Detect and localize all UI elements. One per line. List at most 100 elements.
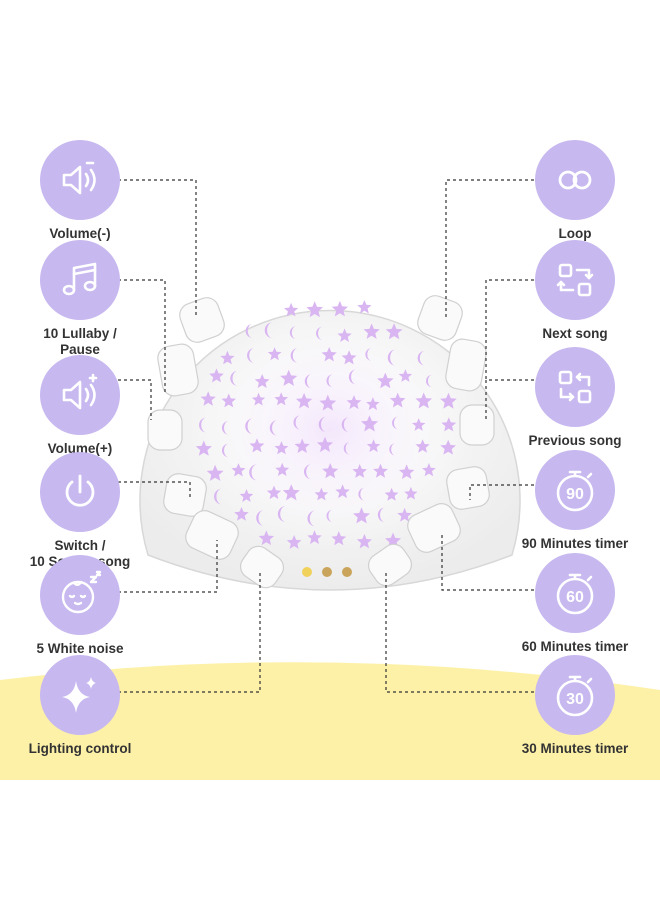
star-shape [307, 530, 322, 545]
star-shape [441, 417, 457, 432]
star-shape [254, 374, 270, 388]
star-shape [373, 463, 388, 478]
feature-label: Next song [542, 326, 608, 341]
moon-shape [264, 322, 273, 339]
star-shape [274, 392, 289, 406]
star-shape [385, 532, 402, 548]
moon-shape [277, 506, 286, 523]
moon-shape [249, 464, 258, 481]
star-shape [404, 486, 418, 500]
feature-next-song: Next song [505, 240, 645, 342]
feature-label: 30 Minutes timer [521, 741, 629, 756]
feature-timer-60: 60 60 Minutes timer [505, 553, 645, 655]
next-arrows-icon [535, 240, 615, 320]
star-shape [221, 393, 236, 408]
device-button [179, 297, 225, 343]
star-shape [356, 533, 372, 549]
feature-label: Loop [558, 226, 592, 241]
star-shape [363, 323, 380, 339]
star-shape [346, 395, 362, 410]
feature-timer-90: 90 90 Minutes timer [505, 450, 645, 552]
moon-shape [221, 443, 229, 458]
stopwatch-icon: 60 [535, 553, 615, 633]
device-button [459, 404, 495, 446]
device-button [446, 466, 490, 510]
infinity-loop-icon [535, 140, 615, 220]
device-button [157, 343, 199, 397]
moon-shape [389, 443, 396, 456]
star-shape [286, 535, 302, 549]
star-shape [399, 464, 415, 479]
star-shape [352, 464, 367, 478]
indicator-light [322, 567, 332, 577]
star-shape [331, 300, 348, 317]
star-moon-pattern [195, 300, 457, 549]
star-shape [341, 350, 357, 365]
feature-label: 10 Lullaby / Pause [43, 326, 117, 357]
star-shape [398, 369, 413, 382]
indicator-light [342, 567, 352, 577]
star-shape [282, 484, 300, 501]
star-shape [377, 372, 394, 389]
moon-shape [221, 420, 229, 435]
feature-timer-30: 30 30 Minutes timer [505, 655, 645, 757]
moon-shape [269, 420, 278, 436]
star-shape [319, 394, 337, 411]
moon-shape [316, 326, 323, 340]
star-shape [306, 301, 323, 318]
star-shape [412, 418, 426, 431]
star-shape [384, 487, 399, 501]
feature-lighting: Lighting control [10, 655, 150, 757]
indicator-lights [302, 567, 352, 577]
timer-value: 30 [566, 691, 584, 708]
feature-switch: Switch / 10 Soothe song [10, 452, 150, 570]
timer-value: 90 [566, 486, 584, 503]
feature-label: Volume(+) [47, 441, 113, 456]
sparkle-icon [40, 655, 120, 735]
star-shape [239, 489, 254, 502]
star-shape [415, 439, 430, 453]
star-shape [231, 463, 246, 477]
moon-shape [343, 442, 350, 455]
star-shape [322, 463, 339, 479]
star-shape [397, 507, 412, 522]
moon-shape [341, 417, 350, 433]
star-shape [267, 347, 282, 361]
star-shape [385, 323, 403, 340]
star-shape [366, 439, 381, 453]
star-shape [274, 441, 289, 455]
star-shape [440, 392, 457, 409]
star-shape [195, 440, 212, 456]
stopwatch-icon: 90 [535, 450, 615, 530]
star-shape [357, 300, 372, 314]
feature-previous-song: Previous song [505, 347, 645, 449]
feature-white-noise: 5 White noise [10, 555, 150, 657]
moon-shape [307, 510, 316, 527]
moon-shape [247, 348, 255, 363]
moon-shape [245, 418, 254, 435]
moon-shape [245, 323, 253, 338]
device-button [147, 409, 183, 451]
star-shape [200, 391, 216, 406]
moon-shape [318, 416, 327, 432]
star-shape [266, 485, 282, 500]
moon-shape [348, 369, 357, 385]
feature-label: Lighting control [28, 741, 132, 756]
star-shape [337, 328, 352, 342]
moon-shape [214, 488, 222, 505]
star-shape [220, 350, 235, 365]
feature-label: 90 Minutes timer [521, 536, 629, 551]
previous-arrows-icon [535, 347, 615, 427]
moon-shape [326, 374, 334, 388]
moon-shape [289, 326, 297, 340]
timer-value: 60 [566, 589, 584, 606]
feature-label: 60 Minutes timer [521, 639, 629, 654]
star-shape [366, 397, 380, 411]
moon-shape [230, 370, 238, 386]
moon-shape [326, 509, 333, 522]
star-shape [440, 439, 456, 455]
star-shape [284, 302, 299, 317]
star-shape [206, 464, 224, 481]
